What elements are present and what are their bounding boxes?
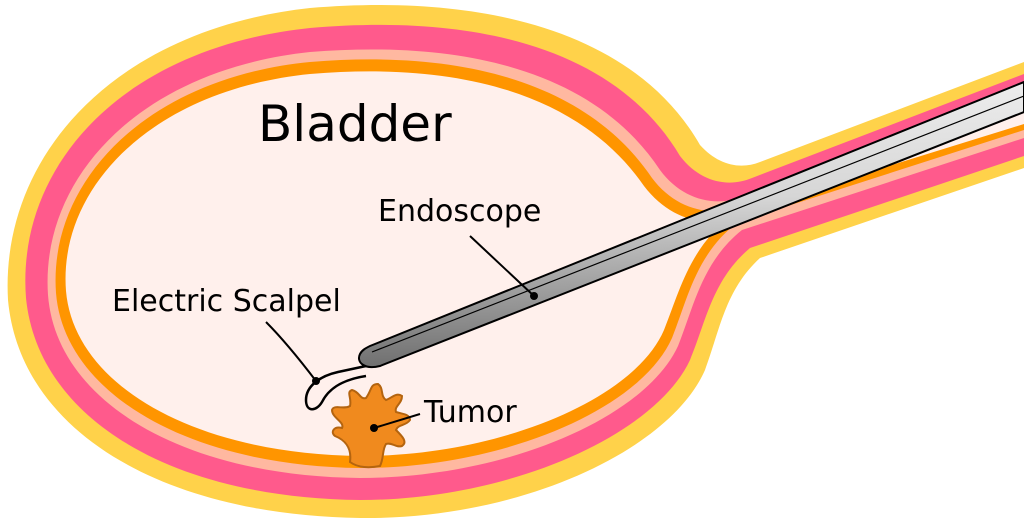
endoscope-label: Endoscope [378, 194, 541, 229]
bladder-wall [7, 5, 1024, 519]
tumor [330, 382, 421, 469]
scalpel-pointer-line [265, 321, 317, 382]
bladder-title: Bladder [258, 95, 452, 153]
scalpel-label: Electric Scalpel [112, 284, 341, 319]
electric-scalpel [265, 321, 367, 411]
endoscope-body [358, 80, 1024, 368]
bladder-lumen [65, 71, 1024, 457]
endoscope [358, 80, 1024, 368]
tumor-pointer-line [373, 413, 421, 429]
endoscope-center-line [371, 95, 1024, 353]
endoscope-pointer-line [469, 235, 535, 297]
tumor-label: Tumor [423, 395, 517, 430]
